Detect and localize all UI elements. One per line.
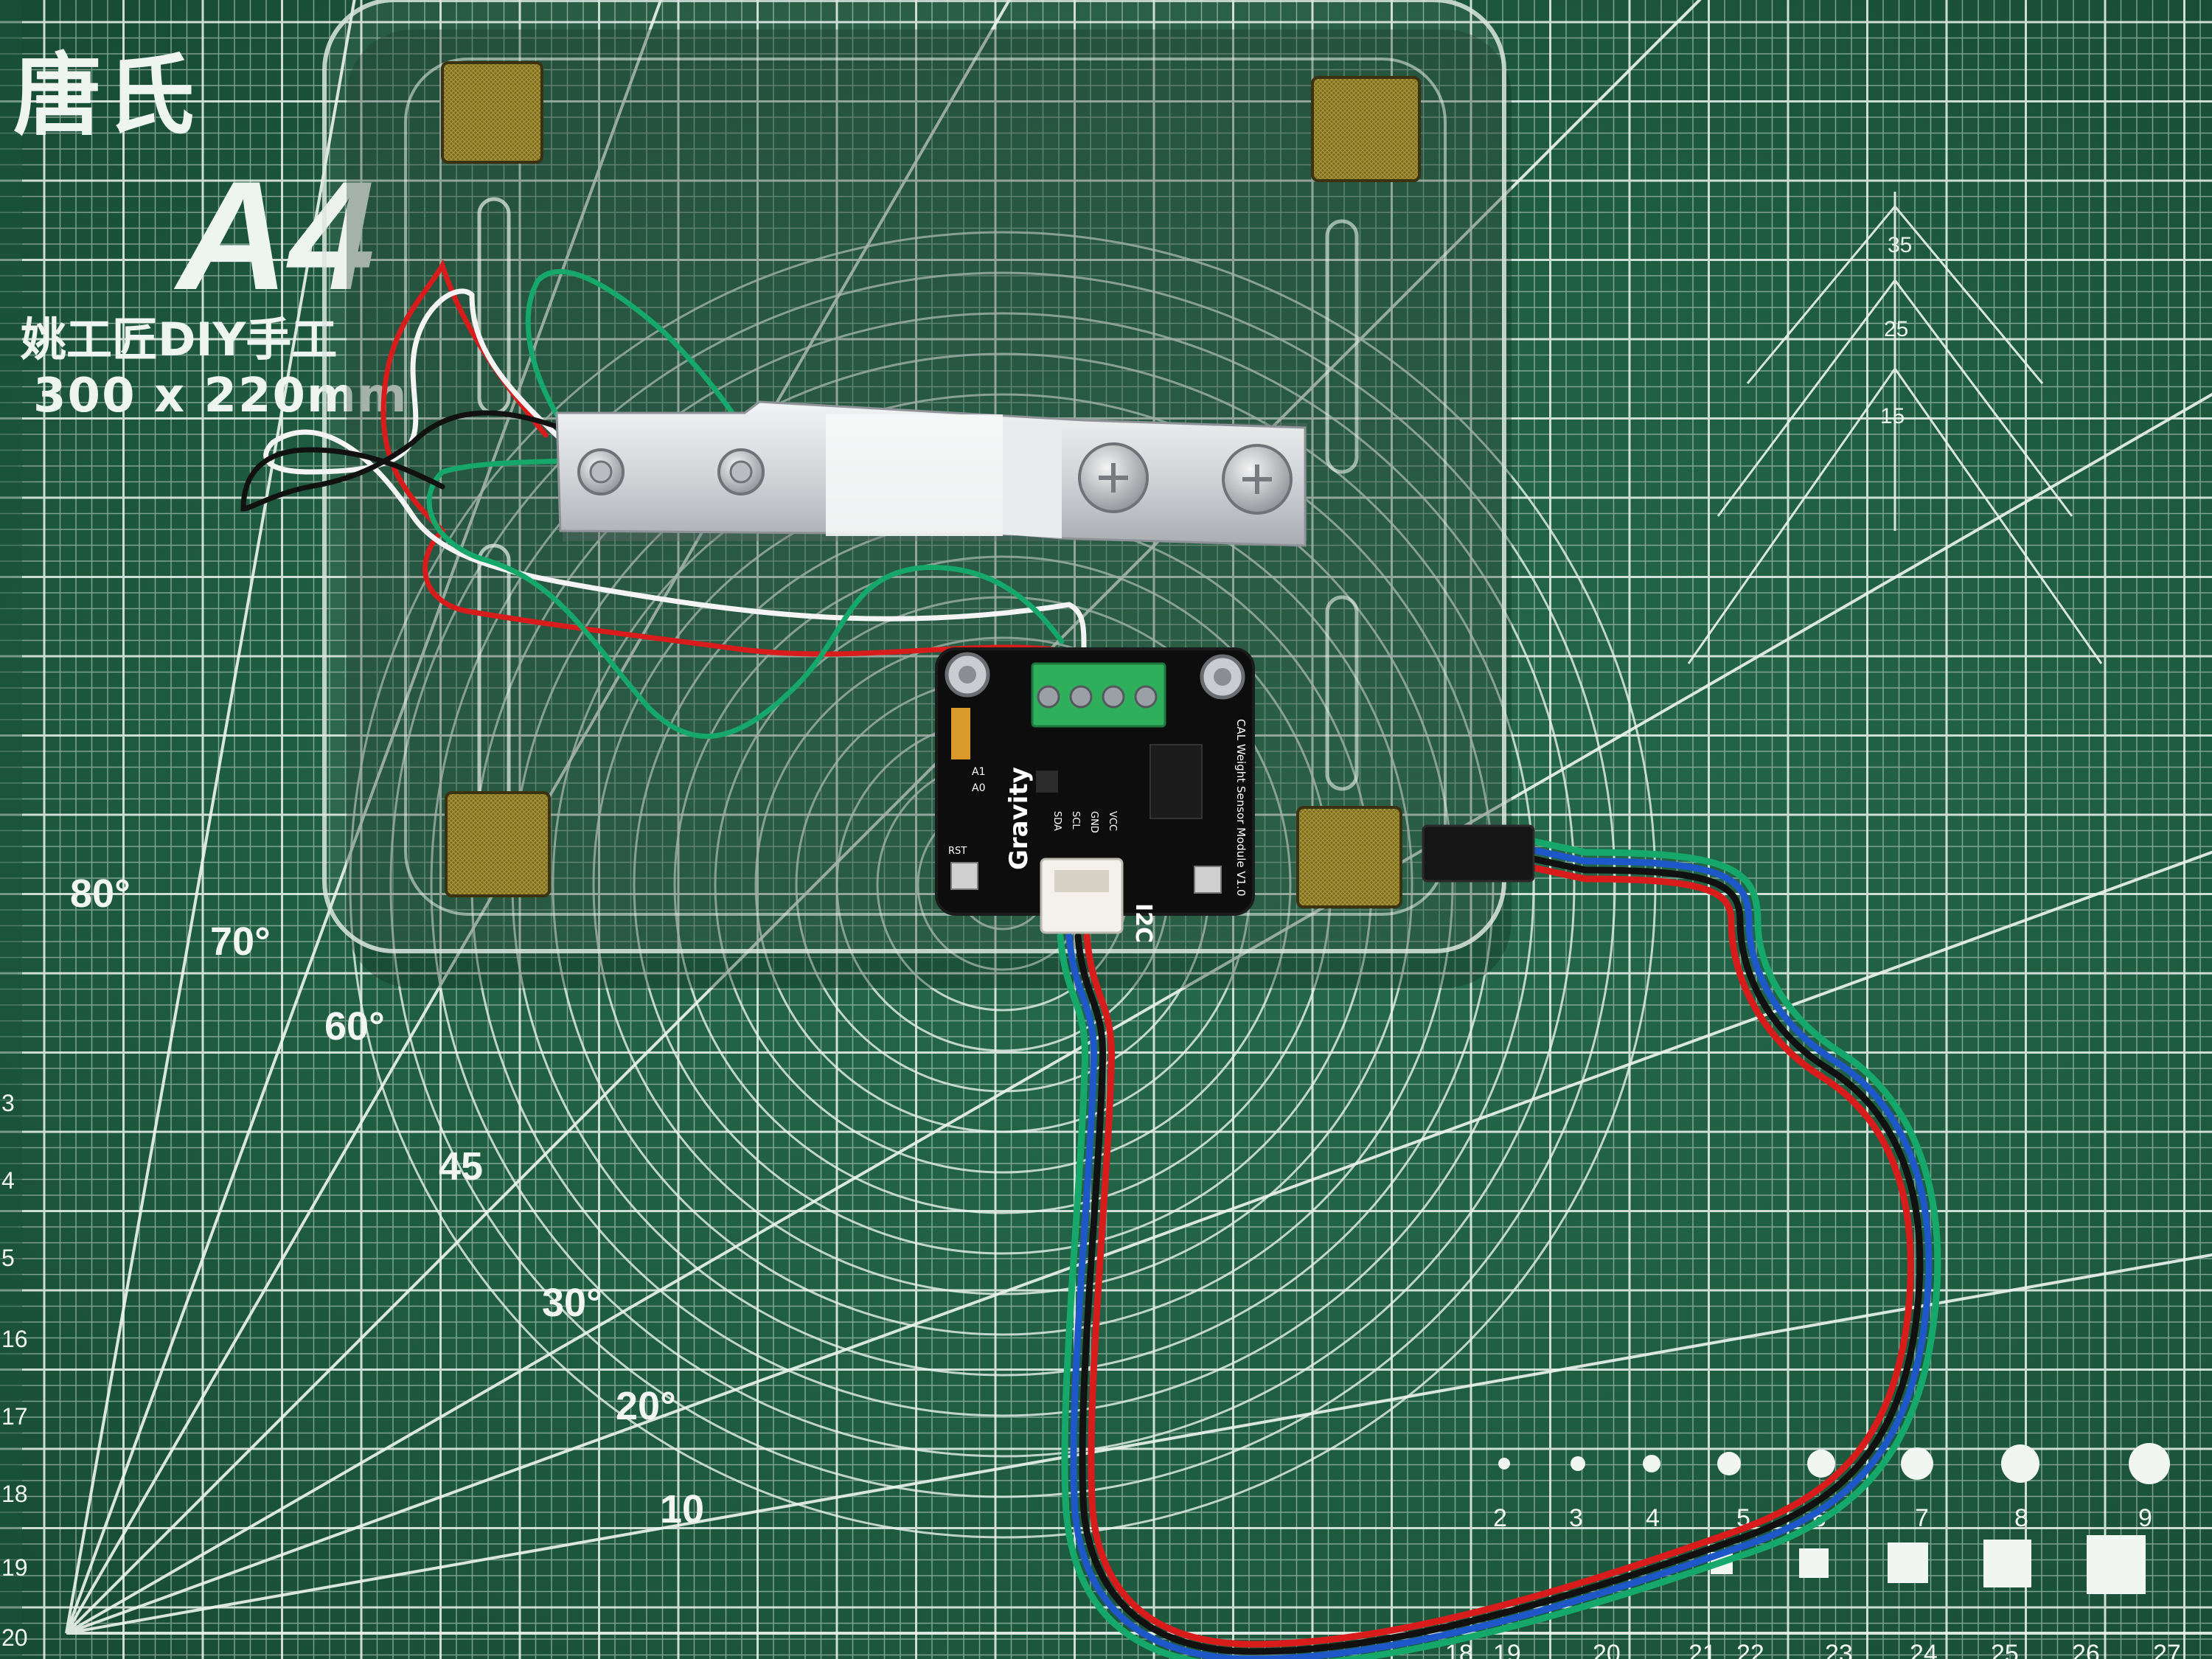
mat-subtitle-text: 姚工匠DIY手工 <box>21 313 338 366</box>
ruler-number: 25 <box>1991 1640 2019 1659</box>
angle-label: 30° <box>542 1281 602 1325</box>
ruler-number: 20 <box>1 1624 28 1651</box>
ruler-number: 21 <box>1688 1640 1717 1659</box>
mat-size-text: 300 x 220mm <box>33 369 408 423</box>
angle-label: 60° <box>324 1004 385 1048</box>
ruler-number: 19 <box>1493 1640 1521 1659</box>
hole-size-label: 9 <box>2138 1504 2152 1532</box>
ruler-number: 22 <box>1736 1640 1764 1659</box>
angle-label: 70° <box>210 919 271 964</box>
felt-pad <box>445 791 551 897</box>
ruler-number: 23 <box>1825 1640 1853 1659</box>
pin-label: GND <box>1088 811 1099 833</box>
mat-model-text: A4 <box>177 149 375 322</box>
hole-size-label: 3 <box>1569 1504 1583 1532</box>
output-cable <box>1057 824 1941 1659</box>
felt-pad <box>1311 76 1421 182</box>
ruler-number: 16 <box>1 1326 28 1352</box>
ic-chip <box>1036 771 1058 793</box>
dupont-connector <box>1422 824 1535 883</box>
module-interface-label: I2C <box>1130 903 1156 944</box>
load-cell-icon <box>555 400 1307 547</box>
ruler-number: 4 <box>1 1167 15 1194</box>
triangle-label: 15 <box>1880 404 1905 428</box>
triangle-label: 35 <box>1888 233 1913 257</box>
ruler-number: 17 <box>1 1403 28 1430</box>
ruler-number: 18 <box>1 1481 28 1507</box>
module-name-label: CAL Weight Sensor Module V1.0 <box>1234 719 1248 897</box>
pin-label: VCC <box>1107 811 1118 832</box>
hole-size-label: 8 <box>2014 1504 2028 1532</box>
dip-switch <box>951 708 970 759</box>
address-pin-label: A0 <box>972 782 986 794</box>
angle-label: 10 <box>660 1487 705 1531</box>
load-cell-wires <box>240 259 1094 740</box>
ruler-number: 5 <box>1 1245 15 1271</box>
angle-label: 45 <box>439 1144 484 1189</box>
module-brand-label: Gravity <box>1004 767 1034 870</box>
ic-chip <box>1150 744 1203 819</box>
cal-button <box>1194 866 1222 894</box>
ruler-number: 27 <box>2153 1640 2181 1659</box>
ruler-number: 20 <box>1593 1640 1621 1659</box>
ruler-number: 19 <box>1 1554 28 1581</box>
reset-label: RST <box>948 846 967 857</box>
felt-pad <box>1296 806 1402 908</box>
address-pin-label: A1 <box>972 766 986 778</box>
hole-size-label: 2 <box>1493 1504 1507 1532</box>
hole-size-label: 7 <box>1915 1504 1929 1532</box>
mat-brand-text: 唐氏 <box>13 44 199 147</box>
ruler-number: 3 <box>1 1090 15 1116</box>
pin-label: SDA <box>1051 811 1062 831</box>
triangle-label: 25 <box>1884 317 1909 341</box>
angle-label: 20° <box>616 1384 676 1428</box>
weight-sensor-module <box>935 647 1255 934</box>
felt-pad <box>441 61 543 164</box>
pin-label: SCL <box>1070 811 1081 830</box>
reset-button <box>950 862 978 890</box>
jst-connector-icon <box>1040 858 1124 934</box>
terminal-block-icon <box>1031 662 1166 728</box>
hole-size-label: 4 <box>1646 1504 1660 1532</box>
ruler-number: 24 <box>1910 1640 1938 1659</box>
angle-label: 80° <box>70 872 131 916</box>
ruler-number: 26 <box>2072 1640 2100 1659</box>
